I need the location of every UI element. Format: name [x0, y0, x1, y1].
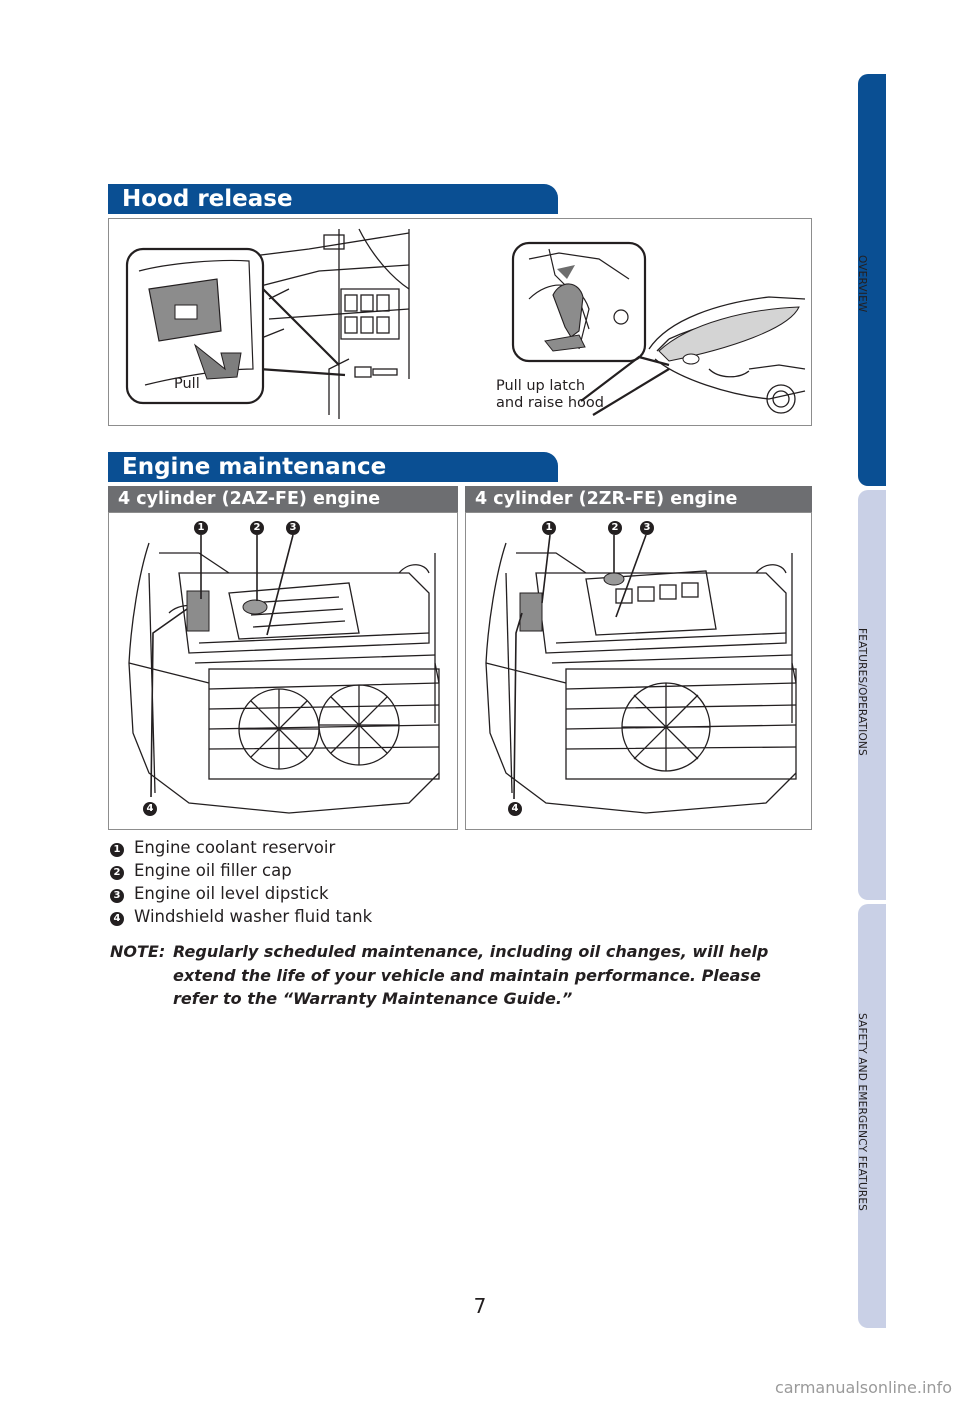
note-label: NOTE: — [110, 942, 166, 961]
legend-badge-2: 2 — [110, 866, 124, 880]
engine-a-callout-1: 1 — [194, 521, 208, 535]
legend-badge-4: 4 — [110, 912, 124, 926]
engine-a-illustration — [128, 534, 440, 814]
pull-label: Pull — [174, 376, 200, 392]
tab-safety-emergency[interactable] — [858, 904, 886, 1328]
tab-overview-label: OVERVIEW — [856, 255, 868, 313]
engine-b-panel — [465, 512, 812, 830]
hood-release-header: Hood release — [108, 184, 558, 214]
engine-b-callout-1: 1 — [542, 521, 556, 535]
legend-text-1: Engine coolant reservoir — [134, 838, 336, 857]
engine-maintenance-header: Engine maintenance — [108, 452, 558, 482]
engine-a-callout-3: 3 — [286, 521, 300, 535]
engine-a-callout-2: 2 — [250, 521, 264, 535]
tab-safety-label: SAFETY AND EMERGENCY FEATURES — [856, 1013, 868, 1212]
legend-badge-1: 1 — [110, 843, 124, 857]
engine-a-panel — [108, 512, 458, 830]
legend-badge-3: 3 — [110, 889, 124, 903]
hood-release-panel — [108, 218, 812, 426]
note-text: Regularly scheduled maintenance, includi… — [173, 942, 769, 1008]
legend-item: 2 Engine oil filler cap — [110, 861, 292, 881]
latch-label-line1: Pull up latch — [496, 378, 586, 394]
hood-release-illustration — [125, 228, 806, 419]
legend-text-2: Engine oil filler cap — [134, 861, 292, 880]
engine-b-illustration — [485, 534, 797, 814]
engine-a-callout-4: 4 — [143, 802, 157, 816]
engine-a-header: 4 cylinder (2AZ-FE) engine — [108, 486, 458, 512]
legend-item: 4 Windshield washer fluid tank — [110, 907, 372, 927]
latch-label-line2: and raise hood — [496, 395, 604, 411]
engine-b-callout-3: 3 — [640, 521, 654, 535]
tab-overview[interactable] — [858, 74, 886, 486]
tab-features-operations[interactable] — [858, 490, 886, 900]
maintenance-note: NOTE: Regularly scheduled maintenance, i… — [110, 940, 810, 1011]
engine-b-header: 4 cylinder (2ZR-FE) engine — [465, 486, 812, 512]
legend-item: 3 Engine oil level dipstick — [110, 884, 329, 904]
engine-b-callout-4: 4 — [508, 802, 522, 816]
page-number: 7 — [473, 1294, 487, 1318]
site-watermark: carmanualsonline.info — [774, 1378, 952, 1397]
legend-item: 1 Engine coolant reservoir — [110, 838, 335, 858]
tab-features-label: FEATURES/OPERATIONS — [856, 628, 868, 756]
engine-b-callout-2: 2 — [608, 521, 622, 535]
legend-text-4: Windshield washer fluid tank — [134, 907, 373, 926]
legend-text-3: Engine oil level dipstick — [134, 884, 329, 903]
